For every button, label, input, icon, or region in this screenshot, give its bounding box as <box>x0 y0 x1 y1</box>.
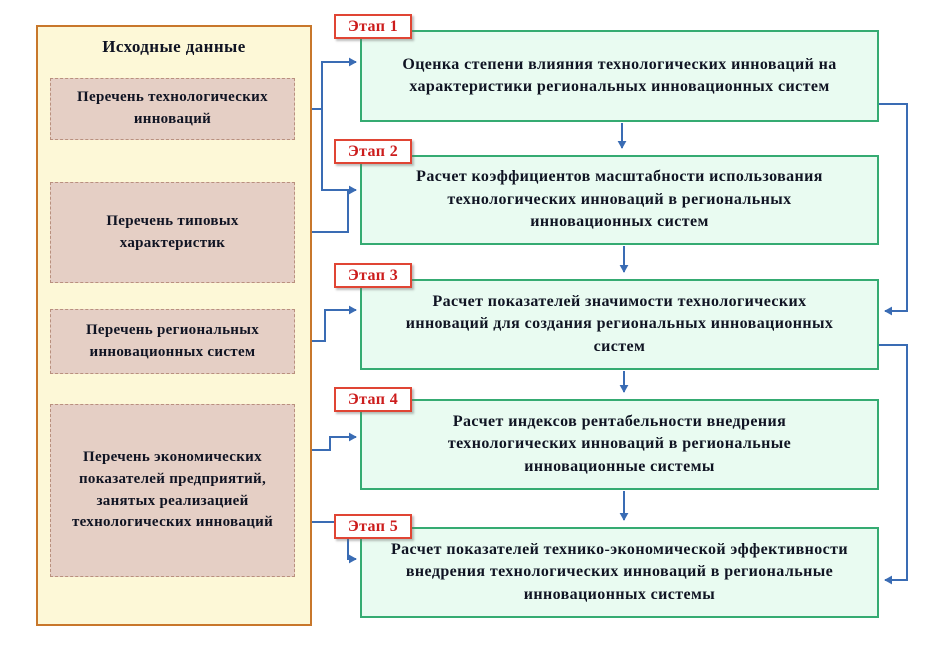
connector-input2-to-stage2 <box>295 191 349 233</box>
stage-2-box: Расчет коэффициентов масштабности исполь… <box>360 155 879 245</box>
connector-input1-to-stage2 <box>321 109 357 195</box>
stage-3-box: Расчет показателей значимости технологич… <box>360 279 879 370</box>
stage-4-label: Этап 4 <box>334 387 412 412</box>
stage-2-label: Этап 2 <box>334 139 412 164</box>
stage-5-label: Этап 5 <box>334 514 412 539</box>
stage-1-label: Этап 1 <box>334 14 412 39</box>
stage-3-label: Этап 3 <box>334 263 412 288</box>
stage-5-box: Расчет показателей технико-экономической… <box>360 527 879 618</box>
panel-title: Исходные данные <box>102 37 246 56</box>
arrow-group <box>295 57 908 585</box>
connector-input4-to-stage5 <box>295 521 357 564</box>
input-item-tech-innovations-list: Перечень технологических инноваций <box>50 78 295 140</box>
input-item-typical-characteristics: Перечень типовых характеристик <box>50 182 295 283</box>
input-item-regional-innovation-systems: Перечень региональных инновационных сист… <box>50 309 295 374</box>
connector-stage1-to-stage3-right <box>879 103 908 316</box>
stage-1-box: Оценка степени влияния технологических и… <box>360 30 879 122</box>
input-item-economic-indicators: Перечень экономических показателей предп… <box>50 404 295 577</box>
connector-stage3-to-stage5-right <box>879 344 908 585</box>
connector-input4-to-stage4 <box>295 432 357 451</box>
stage-4-box: Расчет индексов рентабельности внедрения… <box>360 399 879 490</box>
